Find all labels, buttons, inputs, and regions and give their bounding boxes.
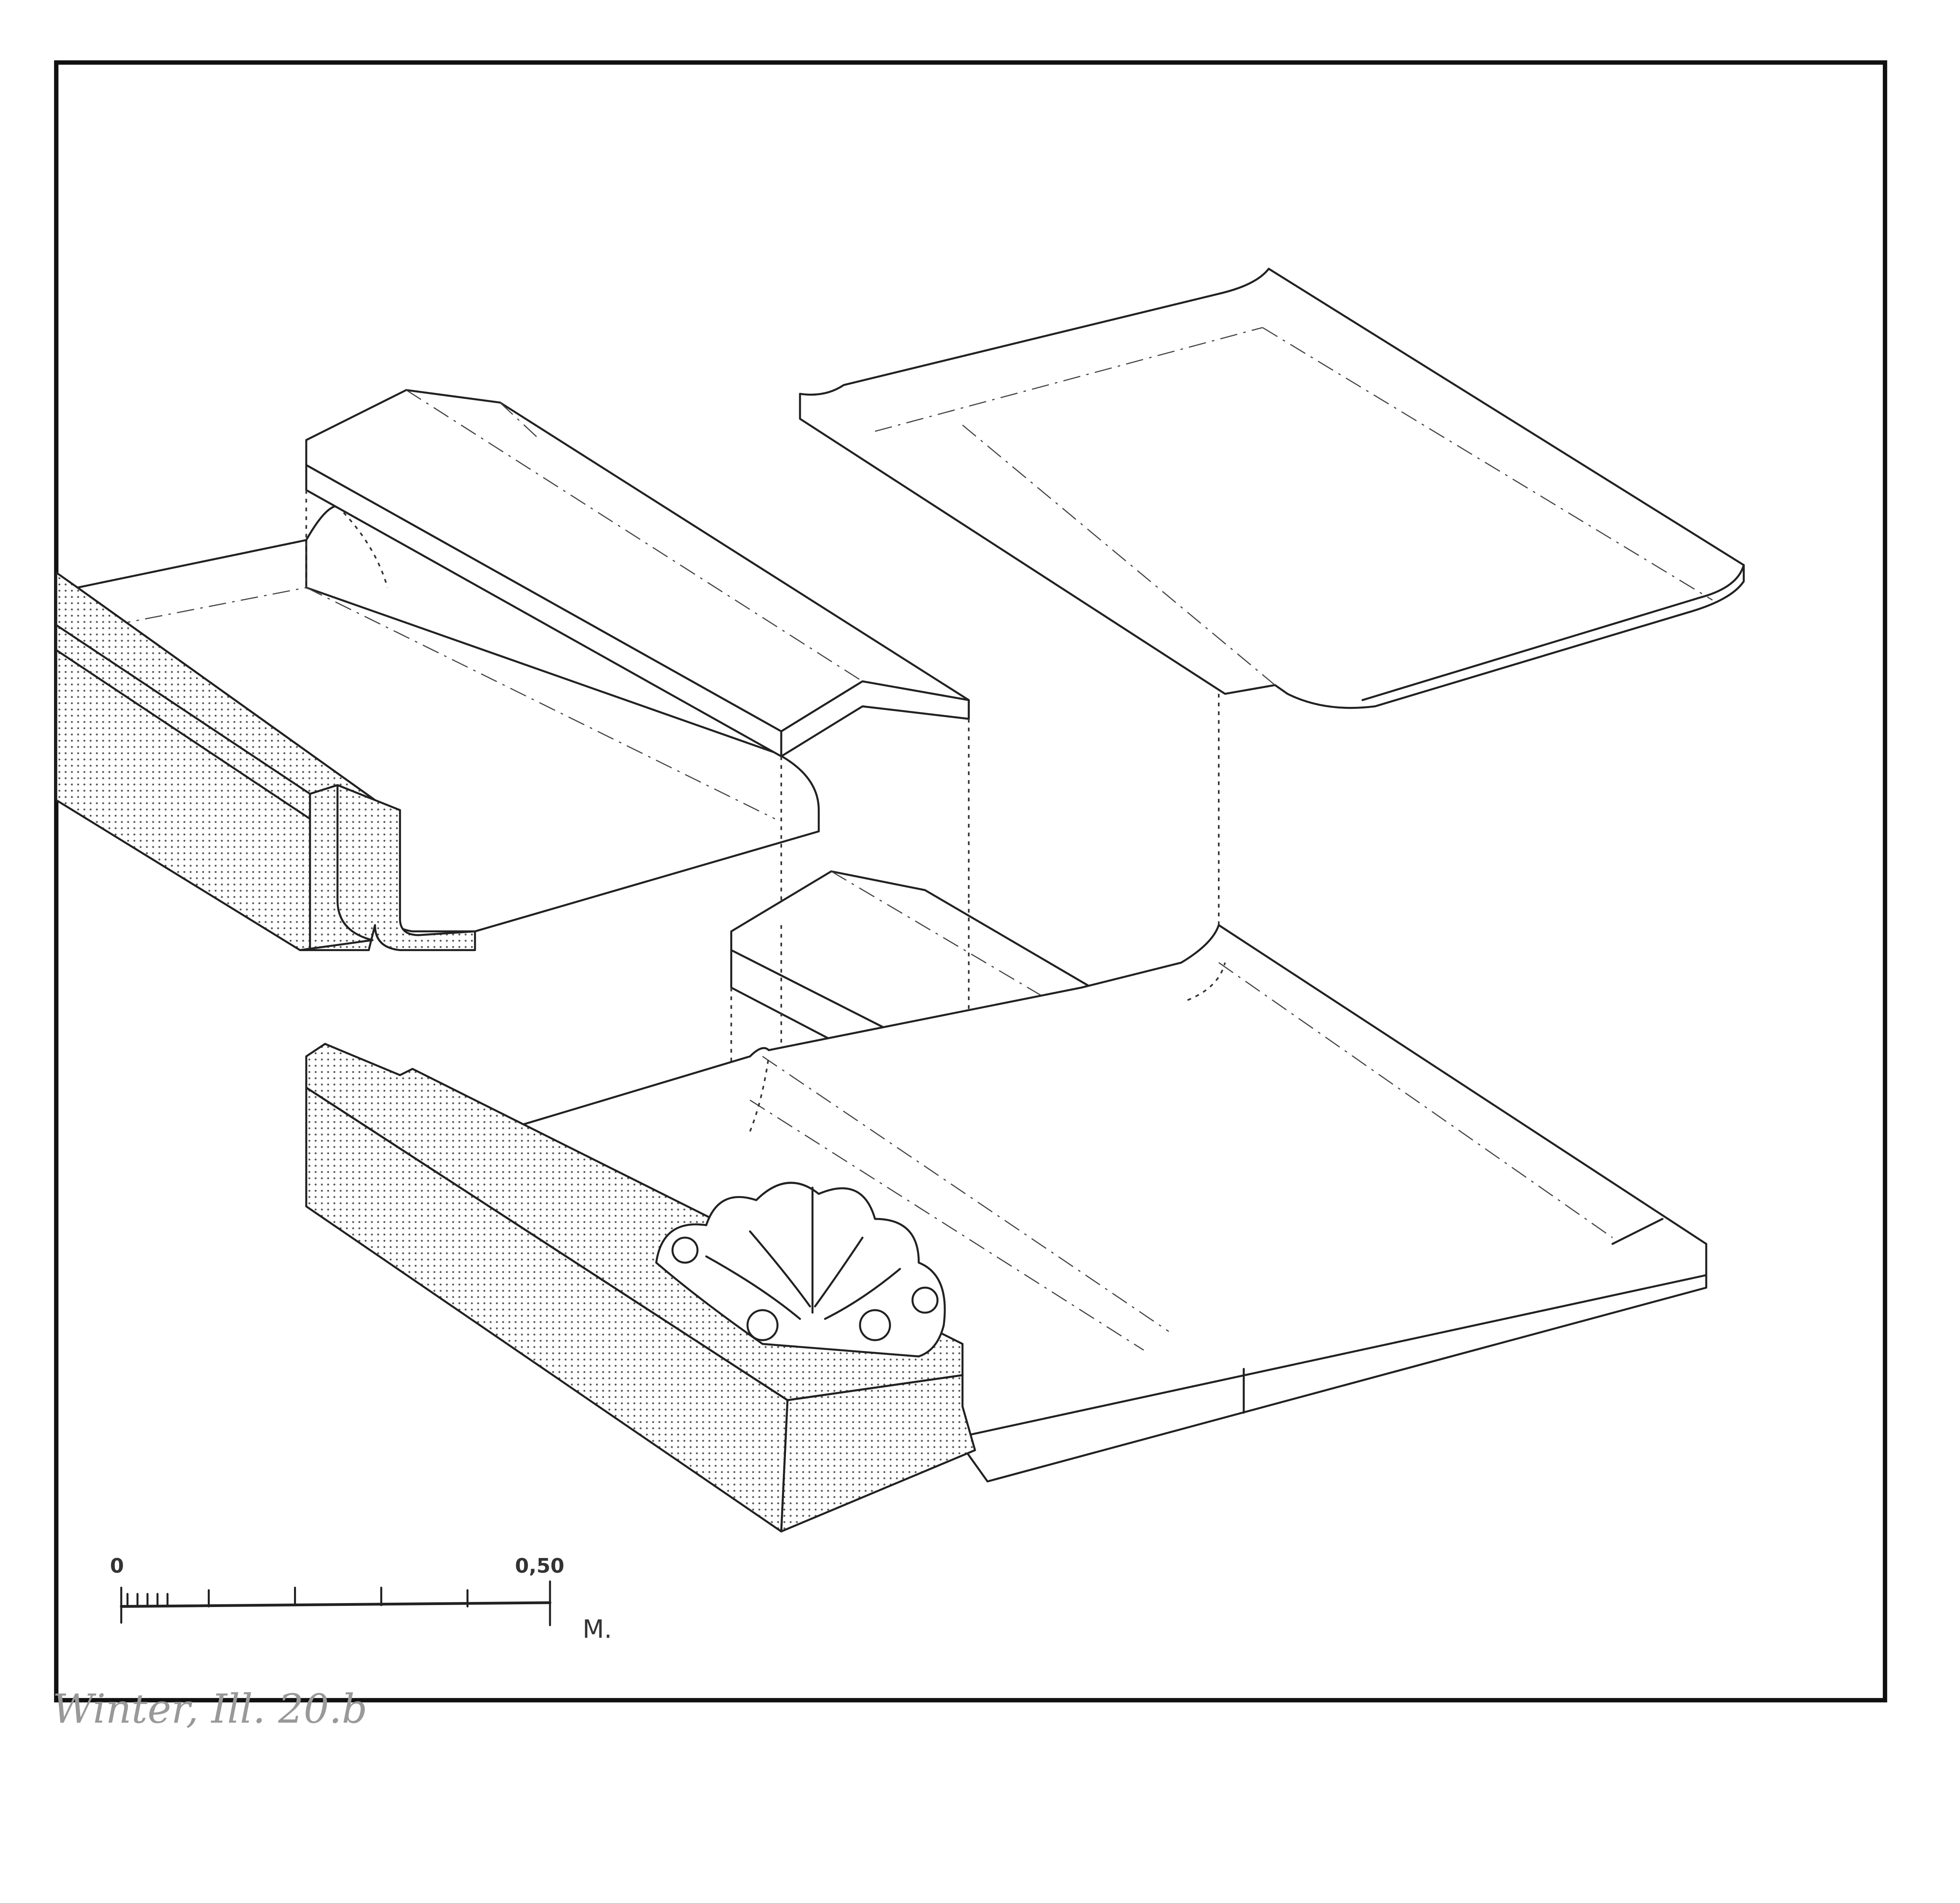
upper-pan-tile [55, 505, 820, 952]
drawing-frame [54, 60, 1887, 1703]
scale-start-label: 0 [110, 1554, 124, 1578]
scale-end-label: 0,50 [515, 1554, 564, 1578]
eaves-tile [305, 1043, 976, 1533]
drawing-sheet: 0 0,50 M. Winter, Ill. 20.b [52, 60, 1887, 1733]
scale-bar: 0 0,50 M. [110, 1554, 612, 1644]
roof-tile-isometric-drawing: 0 0,50 M. Winter, Ill. 20.b [53, 60, 1887, 1732]
handwritten-caption: Winter, Ill. 20.b [53, 1686, 367, 1732]
scale-unit-label: M. [583, 1615, 612, 1644]
anthemion-ornament [655, 1182, 946, 1358]
upper-cover-tile [305, 389, 970, 925]
upper-right-tile [799, 268, 1745, 950]
